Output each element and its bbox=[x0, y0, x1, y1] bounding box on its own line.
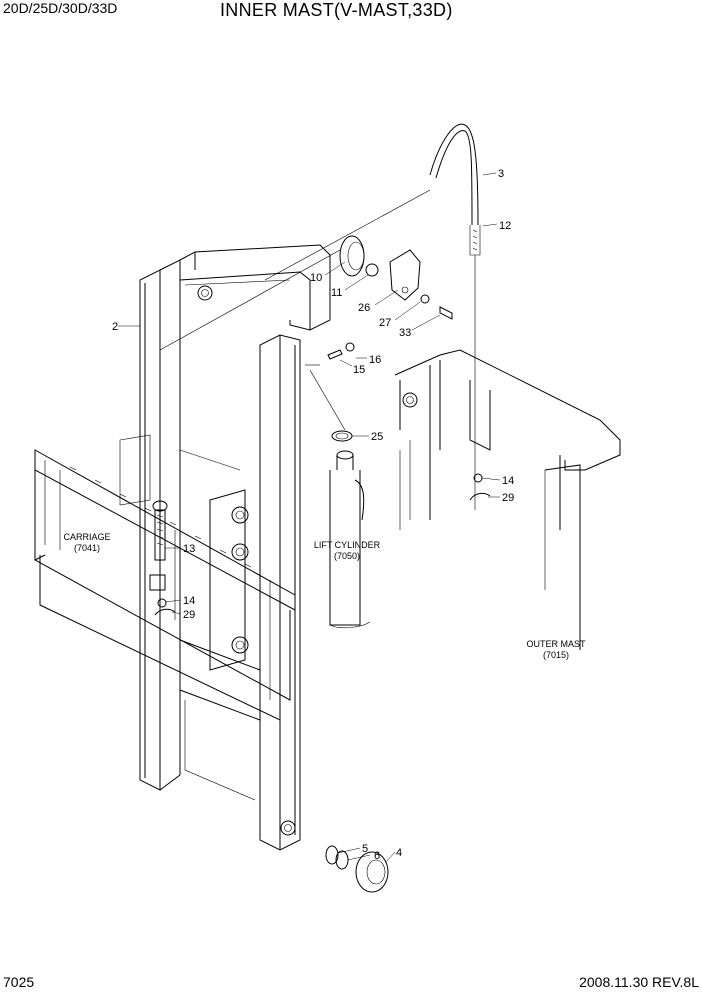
assembly-lines bbox=[159, 189, 476, 510]
callout-13: 13 bbox=[183, 543, 195, 555]
lift-cylinder bbox=[327, 342, 371, 629]
leader-lines bbox=[118, 172, 501, 863]
callout-29-left: 29 bbox=[183, 609, 195, 621]
callout-5: 5 bbox=[362, 843, 368, 855]
callout-4: 4 bbox=[396, 847, 402, 859]
callout-26: 26 bbox=[358, 302, 370, 314]
callout-3: 3 bbox=[498, 168, 504, 180]
carriage-label: CARRIAGE bbox=[63, 532, 110, 542]
page-number: 7025 bbox=[3, 974, 35, 990]
callout-11: 11 bbox=[331, 287, 342, 299]
callout-16: 16 bbox=[369, 354, 381, 366]
callout-14-left: 14 bbox=[183, 595, 195, 607]
callout-6: 6 bbox=[374, 850, 380, 862]
inner-mast-frame bbox=[119, 244, 331, 851]
lift-cylinder-label: LIFT CYLINDER bbox=[314, 540, 381, 550]
callout-2: 2 bbox=[112, 321, 118, 333]
model-list: 20D/25D/30D/33D bbox=[3, 0, 118, 16]
outer-mast-label: OUTER MAST bbox=[526, 639, 586, 649]
callout-29-right: 29 bbox=[502, 492, 514, 504]
page-title: INNER MAST(V-MAST,33D) bbox=[220, 0, 453, 20]
outer-mast bbox=[394, 349, 621, 650]
callout-15: 15 bbox=[353, 364, 365, 376]
carriage-ref: (7041) bbox=[74, 543, 100, 553]
callout-27: 27 bbox=[379, 317, 391, 329]
carriage-chain-anchor bbox=[149, 500, 176, 616]
carriage bbox=[34, 449, 296, 721]
lift-chain bbox=[429, 123, 481, 460]
lift-cylinder-ref: (7050) bbox=[334, 551, 360, 561]
callout-10: 10 bbox=[310, 272, 322, 284]
callout-12: 12 bbox=[499, 220, 511, 232]
chain-sheave bbox=[339, 235, 453, 320]
chain-nut-and-pin bbox=[469, 473, 491, 501]
callout-14-right: 14 bbox=[502, 475, 514, 487]
outer-mast-ref: (7015) bbox=[543, 650, 569, 660]
revision-date: 2008.11.30 REV.8L bbox=[579, 974, 699, 990]
callout-25: 25 bbox=[371, 431, 383, 443]
callout-33: 33 bbox=[399, 327, 411, 339]
